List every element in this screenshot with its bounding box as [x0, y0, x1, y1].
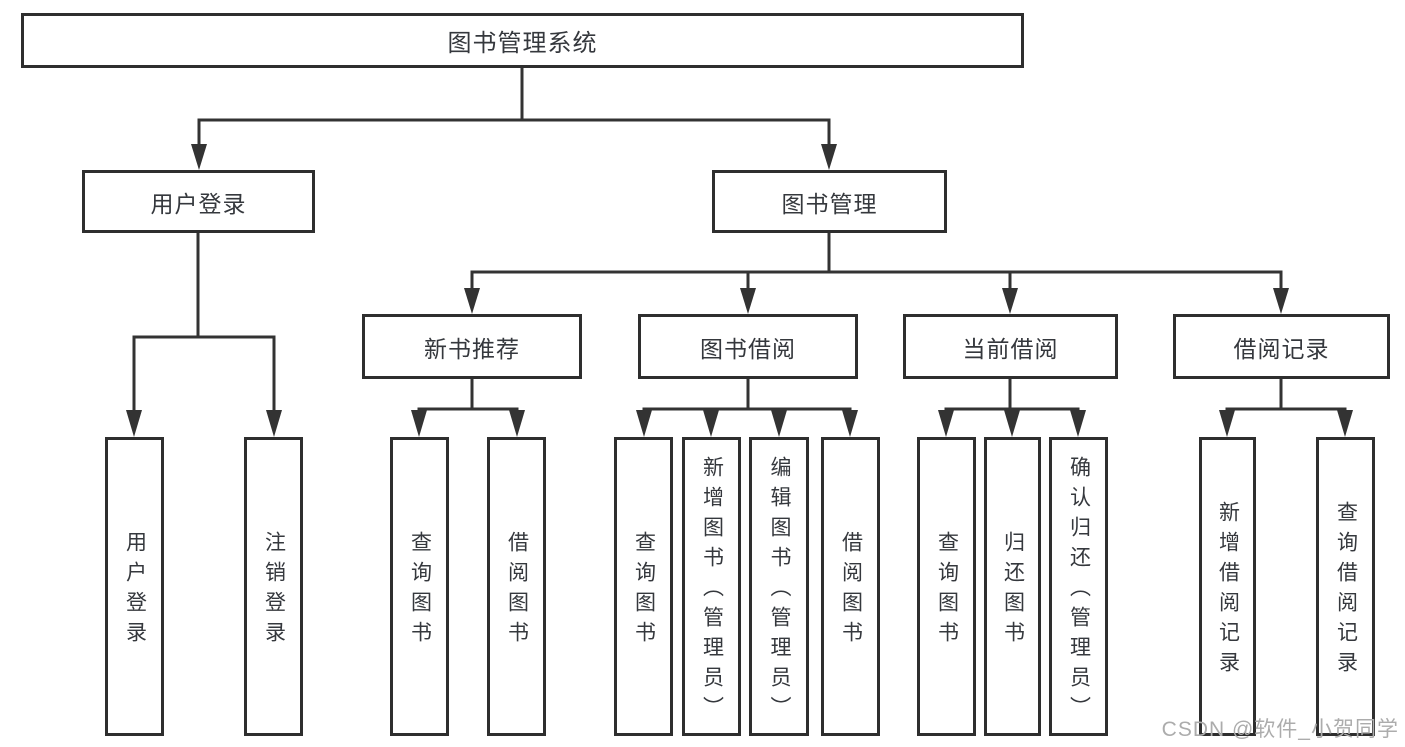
leaf-borrow-books-1: 借阅图书: [487, 437, 546, 736]
leaf-user-login: 用户登录: [105, 437, 164, 736]
leaf-query-books-2: 查询图书: [614, 437, 673, 736]
connector-borrow-records-group: [1219, 377, 1353, 437]
connector-current-borrow-group: [938, 377, 1086, 437]
node-new-book-recommend: 新书推荐: [362, 314, 582, 379]
leaf-confirm-return-admin: 确认归还（管理员）: [1049, 437, 1108, 736]
node-current-borrow: 当前借阅: [903, 314, 1118, 379]
csdn-watermark: CSDN @软件_小贺同学: [1161, 718, 1399, 741]
connector-new-book-group: [411, 377, 525, 437]
node-root-system: 图书管理系统: [21, 13, 1024, 68]
connector-book-mgmt-branch: [464, 231, 1289, 314]
connector-book-borrow-group: [636, 377, 858, 437]
leaf-borrow-books-2: 借阅图书: [821, 437, 880, 736]
leaf-logout: 注销登录: [244, 437, 303, 736]
leaf-add-book-admin: 新增图书（管理员）: [682, 437, 741, 736]
node-borrow-records: 借阅记录: [1173, 314, 1390, 379]
connector-user-login-branch: [126, 231, 282, 437]
node-user-login: 用户登录: [82, 170, 315, 233]
connector-root-to-level2: [191, 66, 837, 170]
leaf-query-borrow-record: 查询借阅记录: [1316, 437, 1375, 736]
leaf-edit-book-admin: 编辑图书（管理员）: [749, 437, 809, 736]
leaf-add-borrow-record: 新增借阅记录: [1199, 437, 1256, 736]
node-book-borrow: 图书借阅: [638, 314, 858, 379]
leaf-return-book: 归还图书: [984, 437, 1041, 736]
leaf-query-books-1: 查询图书: [390, 437, 449, 736]
leaf-query-books-3: 查询图书: [917, 437, 976, 736]
node-book-management: 图书管理: [712, 170, 947, 233]
